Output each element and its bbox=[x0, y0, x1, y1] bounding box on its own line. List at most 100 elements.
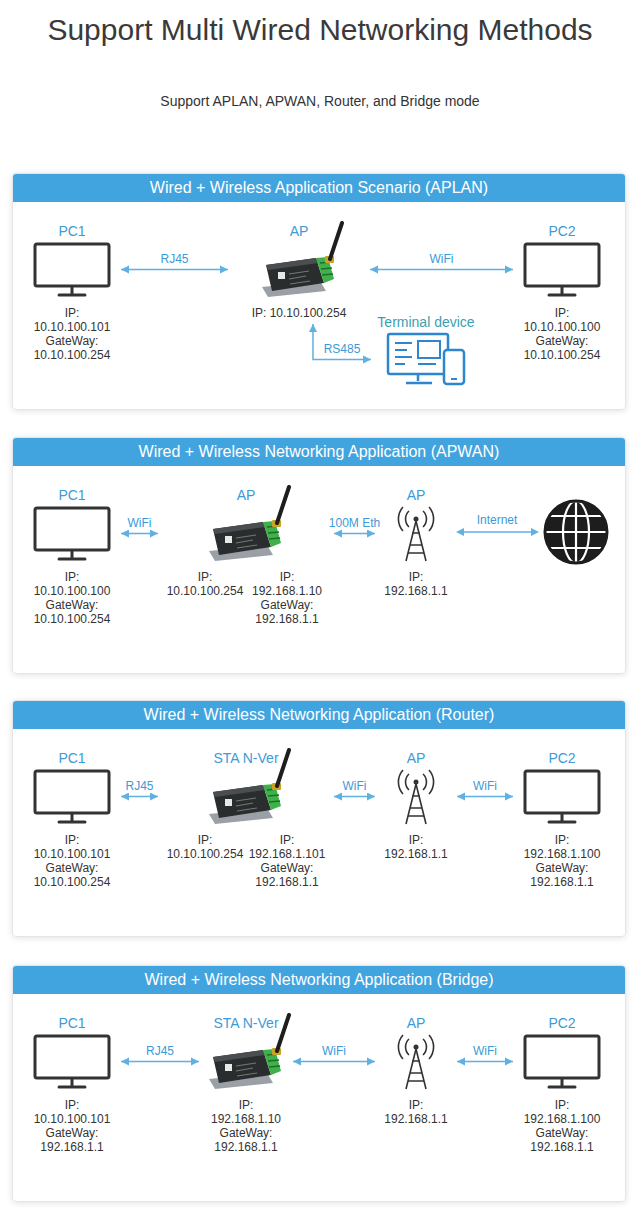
ip-text: GateWay: 192.168.1.1 bbox=[519, 861, 605, 889]
link-label: WiFi bbox=[320, 1044, 348, 1058]
terminal-device: Terminal device bbox=[376, 312, 476, 387]
node-heading: STA N-Ver bbox=[164, 748, 328, 768]
scenario-panel: Wired + Wireless Networking Application … bbox=[12, 965, 626, 1202]
panel-header: Wired + Wireless Networking Application … bbox=[13, 966, 625, 994]
pc-node: PC2IP: 192.168.1.100GateWay: 192.168.1.1 bbox=[519, 1013, 605, 1154]
text-column: IP: 192.168.1.10GateWay: 192.168.1.1 bbox=[246, 570, 328, 626]
node-heading: Terminal device bbox=[376, 312, 476, 332]
ip-text: IP: 192.168.1.1 bbox=[381, 570, 451, 598]
panel-header: Wired + Wireless Application Scenario (A… bbox=[13, 174, 625, 202]
text-group: IP: 192.168.1.1 bbox=[381, 833, 451, 861]
link-label: WiFi bbox=[341, 779, 369, 793]
icon-box bbox=[376, 332, 476, 387]
tower-icon bbox=[381, 1033, 451, 1090]
link-arrow bbox=[309, 324, 371, 364]
text-group: IP: 192.168.1.100GateWay: 192.168.1.1 bbox=[519, 833, 605, 889]
terminal-icon bbox=[376, 332, 476, 387]
link-arrow bbox=[457, 1058, 513, 1066]
monitor-icon bbox=[32, 505, 112, 562]
node-heading: AP bbox=[164, 485, 328, 505]
gateway-device: AP IP: 10.10.100.254 bbox=[234, 221, 364, 320]
text-group: IP: 192.168.1.10GateWay: 192.168.1.1 bbox=[205, 1098, 287, 1154]
node-heading: AP bbox=[234, 221, 364, 241]
access-point: AP IP: 192.168.1.1 bbox=[381, 748, 451, 861]
text-column: IP: 10.10.100.254 bbox=[164, 833, 246, 889]
link-label: Internet bbox=[462, 512, 532, 528]
icon-box bbox=[164, 505, 328, 562]
ip-text: IP: 192.168.1.1 bbox=[381, 833, 451, 861]
text-column: IP: 10.10.100.254 bbox=[164, 570, 246, 626]
link-label: RJ45 bbox=[123, 779, 155, 793]
ip-text: IP: 10.10.100.100 bbox=[29, 570, 115, 598]
ip-text: GateWay: 10.10.100.254 bbox=[519, 334, 605, 362]
link-arrow bbox=[293, 1058, 375, 1066]
device-icon bbox=[201, 768, 291, 825]
ip-text: GateWay: 10.10.100.254 bbox=[29, 861, 115, 889]
ip-text: IP: 192.168.1.1 bbox=[381, 1098, 451, 1126]
ip-text: IP: 192.168.1.101 bbox=[246, 833, 328, 861]
icon-box bbox=[29, 241, 115, 298]
access-point: AP IP: 192.168.1.1 bbox=[381, 485, 451, 598]
pc-node: PC1IP: 10.10.100.101GateWay: 10.10.100.2… bbox=[29, 748, 115, 889]
node-heading: AP bbox=[381, 485, 451, 505]
ip-text: GateWay: 192.168.1.1 bbox=[205, 1126, 287, 1154]
link-label: 100M Eth bbox=[327, 516, 382, 530]
ip-text: IP: 10.10.100.101 bbox=[29, 1098, 115, 1126]
icon-box bbox=[519, 1033, 605, 1090]
icon-box bbox=[381, 505, 451, 562]
node-heading: PC1 bbox=[29, 221, 115, 241]
ip-text: IP: 10.10.100.100 bbox=[519, 306, 605, 334]
link-label: RS485 bbox=[322, 342, 363, 356]
link-arrow bbox=[121, 793, 158, 801]
node-heading: PC1 bbox=[29, 485, 115, 505]
icon-box bbox=[164, 768, 328, 825]
subtitle: Support APLAN, APWAN, Router, and Bridge… bbox=[0, 92, 640, 110]
gateway-device: STA N-VerIP: 192.168.1.10GateWay: 192.16… bbox=[205, 1013, 287, 1154]
icon-box bbox=[519, 241, 605, 298]
device-icon bbox=[254, 241, 344, 298]
link-label: RJ45 bbox=[144, 1044, 176, 1058]
link-label: WiFi bbox=[471, 1044, 499, 1058]
scenario-panel: Wired + Wireless Application Scenario (A… bbox=[12, 173, 626, 410]
link-label: WiFi bbox=[471, 779, 499, 793]
text-group: IP: 10.10.100.101GateWay: 10.10.100.254 bbox=[29, 833, 115, 889]
ip-text: GateWay: 192.168.1.1 bbox=[246, 598, 328, 626]
text-group: IP: 10.10.100.254IP: 192.168.1.101GateWa… bbox=[164, 833, 328, 889]
icon-box bbox=[519, 768, 605, 825]
scenario-panel: Wired + Wireless Networking Application … bbox=[12, 437, 626, 674]
monitor-icon bbox=[522, 241, 602, 298]
ip-text: GateWay: 192.168.1.1 bbox=[29, 1126, 115, 1154]
ip-text: IP: 10.10.100.254 bbox=[164, 570, 246, 598]
ip-text: IP: 192.168.1.10 bbox=[205, 1098, 287, 1126]
link-arrow bbox=[121, 1058, 199, 1066]
link-label: RJ45 bbox=[158, 252, 190, 266]
text-group: IP: 10.10.100.101GateWay: 10.10.100.254 bbox=[29, 306, 115, 362]
text-group: IP: 10.10.100.254IP: 192.168.1.10GateWay… bbox=[164, 570, 328, 626]
ip-text: IP: 10.10.100.254 bbox=[164, 833, 246, 861]
monitor-icon bbox=[32, 1033, 112, 1090]
icon-box bbox=[29, 505, 115, 562]
link-arrow bbox=[334, 793, 375, 801]
ip-text: IP: 192.168.1.100 bbox=[519, 1098, 605, 1126]
monitor-icon bbox=[522, 768, 602, 825]
link-label: WiFi bbox=[126, 516, 154, 530]
ip-text: GateWay: 10.10.100.254 bbox=[29, 334, 115, 362]
device-icon bbox=[201, 1033, 291, 1090]
node-heading: AP bbox=[381, 748, 451, 768]
pc-node: PC1IP: 10.10.100.100GateWay: 10.10.100.2… bbox=[29, 485, 115, 626]
icon-box bbox=[205, 1033, 287, 1090]
text-group: IP: 10.10.100.100GateWay: 10.10.100.254 bbox=[519, 306, 605, 362]
pc-node: PC2IP: 10.10.100.100GateWay: 10.10.100.2… bbox=[519, 221, 605, 362]
tower-icon bbox=[381, 768, 451, 825]
text-column: IP: 192.168.1.101GateWay: 192.168.1.1 bbox=[246, 833, 328, 889]
node-heading: PC2 bbox=[519, 748, 605, 768]
monitor-icon bbox=[32, 241, 112, 298]
text-group: IP: 192.168.1.100GateWay: 192.168.1.1 bbox=[519, 1098, 605, 1154]
ip-text: IP: 10.10.100.254 bbox=[234, 306, 364, 320]
icon-box bbox=[29, 1033, 115, 1090]
ip-text: GateWay: 192.168.1.1 bbox=[246, 861, 328, 889]
globe-icon bbox=[545, 501, 607, 563]
text-group: IP: 10.10.100.254 bbox=[234, 306, 364, 320]
pc-node: PC1IP: 10.10.100.101GateWay: 10.10.100.2… bbox=[29, 221, 115, 362]
monitor-icon bbox=[522, 1033, 602, 1090]
